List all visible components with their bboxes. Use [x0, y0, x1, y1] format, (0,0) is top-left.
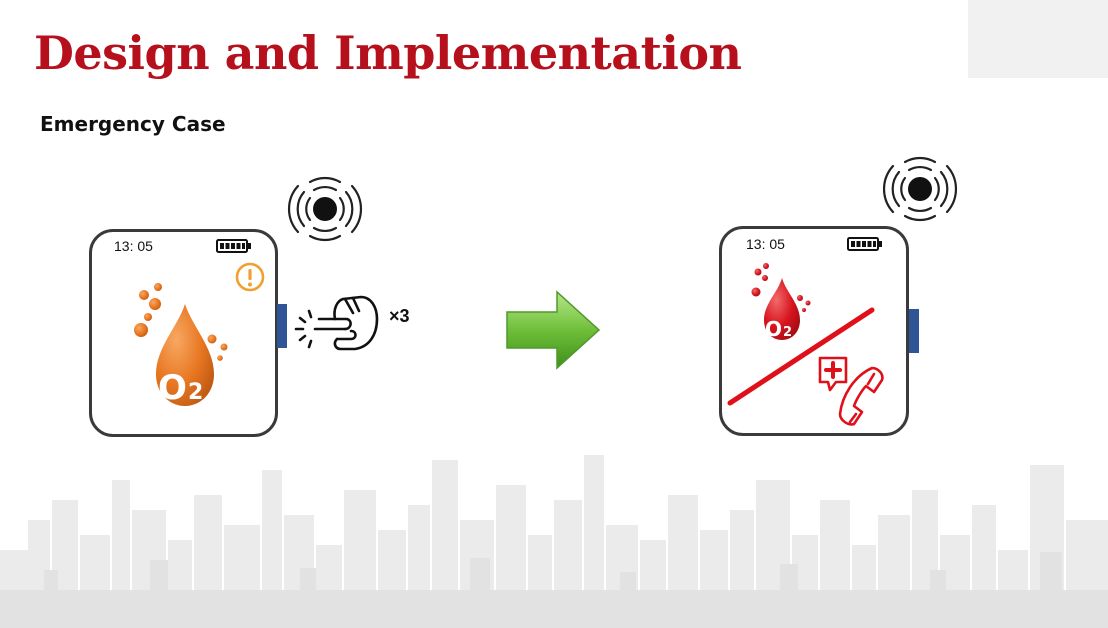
battery-full-icon: [847, 237, 882, 251]
o2-subscript: 2: [188, 380, 203, 405]
strike-through-line: [727, 307, 875, 406]
exclamation-circle-icon: [235, 262, 265, 292]
subtitle: Emergency Case: [40, 112, 226, 136]
page-title: Design and Implementation: [34, 26, 742, 80]
tap-count-label: ×3: [389, 306, 410, 326]
o2-label: O: [158, 368, 187, 408]
watch-side-button[interactable]: [277, 304, 287, 348]
watch-time: 13: 05: [114, 238, 153, 254]
o2-label: O: [765, 317, 782, 341]
battery-full-icon: [216, 239, 251, 253]
corner-decoration: [968, 0, 1108, 78]
skyline-background: [0, 455, 1108, 628]
watch-time: 13: 05: [746, 236, 785, 252]
watch-side-button[interactable]: [909, 309, 919, 353]
vibration-icon: [288, 176, 362, 242]
medical-call-icon: [818, 356, 884, 426]
arrow-right-icon: [506, 290, 601, 370]
o2-subscript: 2: [783, 325, 792, 340]
oxygen-drop-icon: O 2: [751, 263, 811, 341]
smartwatch-after: [719, 226, 909, 436]
vibration-icon: [883, 156, 957, 222]
oxygen-drop-icon: O 2: [134, 283, 228, 408]
tap-hand-icon: [294, 295, 379, 351]
